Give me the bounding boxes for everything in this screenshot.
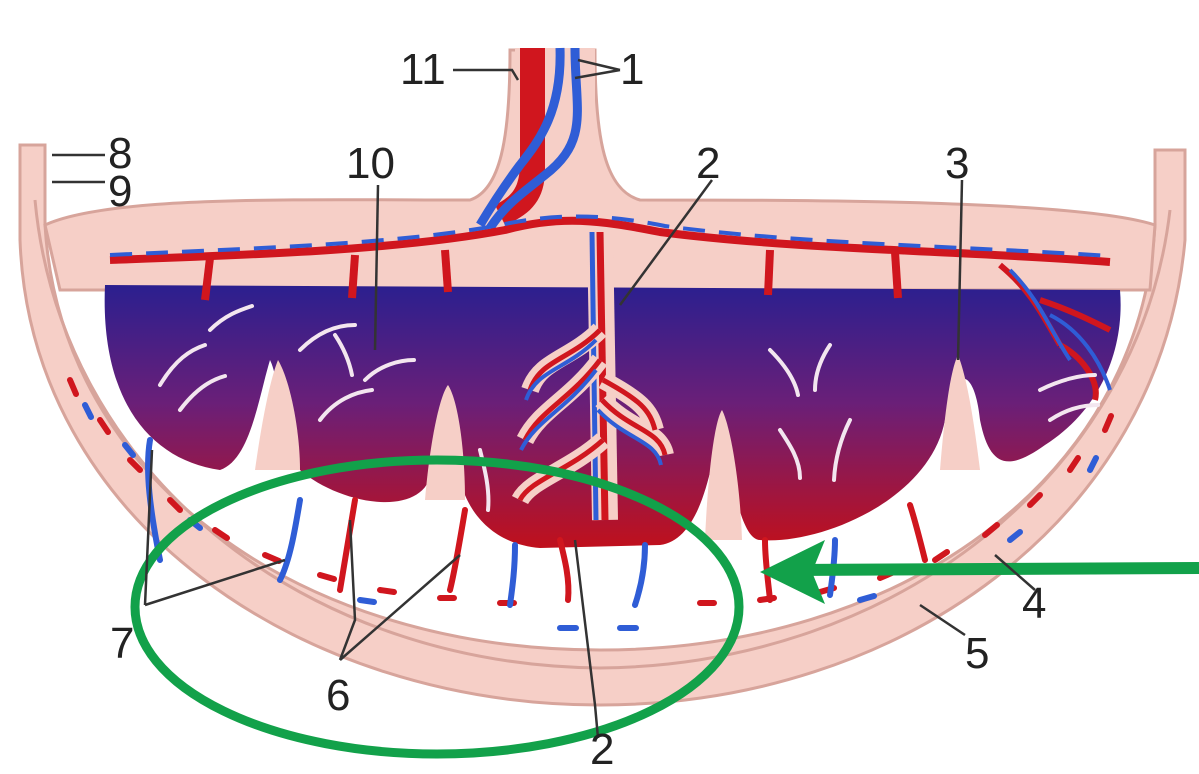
label-11: 11 xyxy=(400,45,446,94)
highlight-ellipse xyxy=(135,460,739,754)
stem-villus xyxy=(895,252,898,298)
label-6: 6 xyxy=(326,671,350,720)
stem-villus xyxy=(352,255,355,298)
label-5: 5 xyxy=(965,629,989,678)
label-3: 3 xyxy=(945,139,969,188)
stem-villus xyxy=(768,250,770,295)
label-1: 1 xyxy=(620,45,644,94)
stem-villus xyxy=(445,250,448,292)
label-2-bottom: 2 xyxy=(590,725,614,769)
label-10: 10 xyxy=(346,139,395,188)
label-4: 4 xyxy=(1022,579,1046,628)
stem-villus xyxy=(205,258,210,300)
label-7: 7 xyxy=(110,619,134,668)
label-2: 2 xyxy=(696,139,720,188)
label-9: 9 xyxy=(108,167,132,216)
